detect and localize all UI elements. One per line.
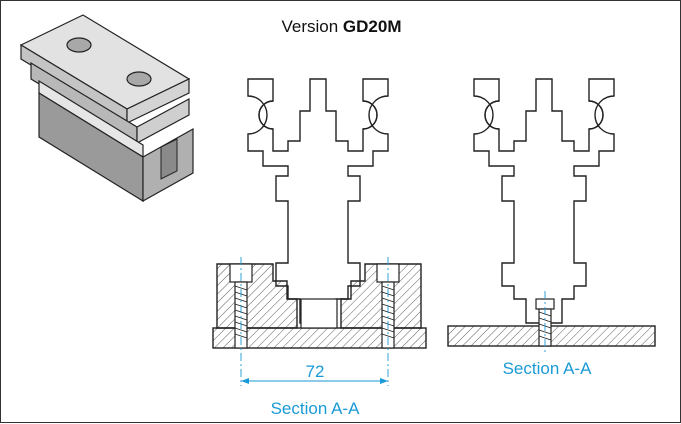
- version-prefix: Version: [281, 17, 339, 36]
- right-profile-section: [447, 78, 656, 353]
- version-title: Version GD20M: [1, 17, 681, 37]
- right-section-caption: Section A-A: [503, 359, 592, 378]
- left-profile-section: [212, 78, 427, 386]
- version-model: GD20M: [342, 17, 402, 36]
- dimension-72: 72: [306, 362, 325, 381]
- clamping-block-icon: [19, 14, 194, 203]
- left-section-caption: Section A-A: [271, 399, 360, 418]
